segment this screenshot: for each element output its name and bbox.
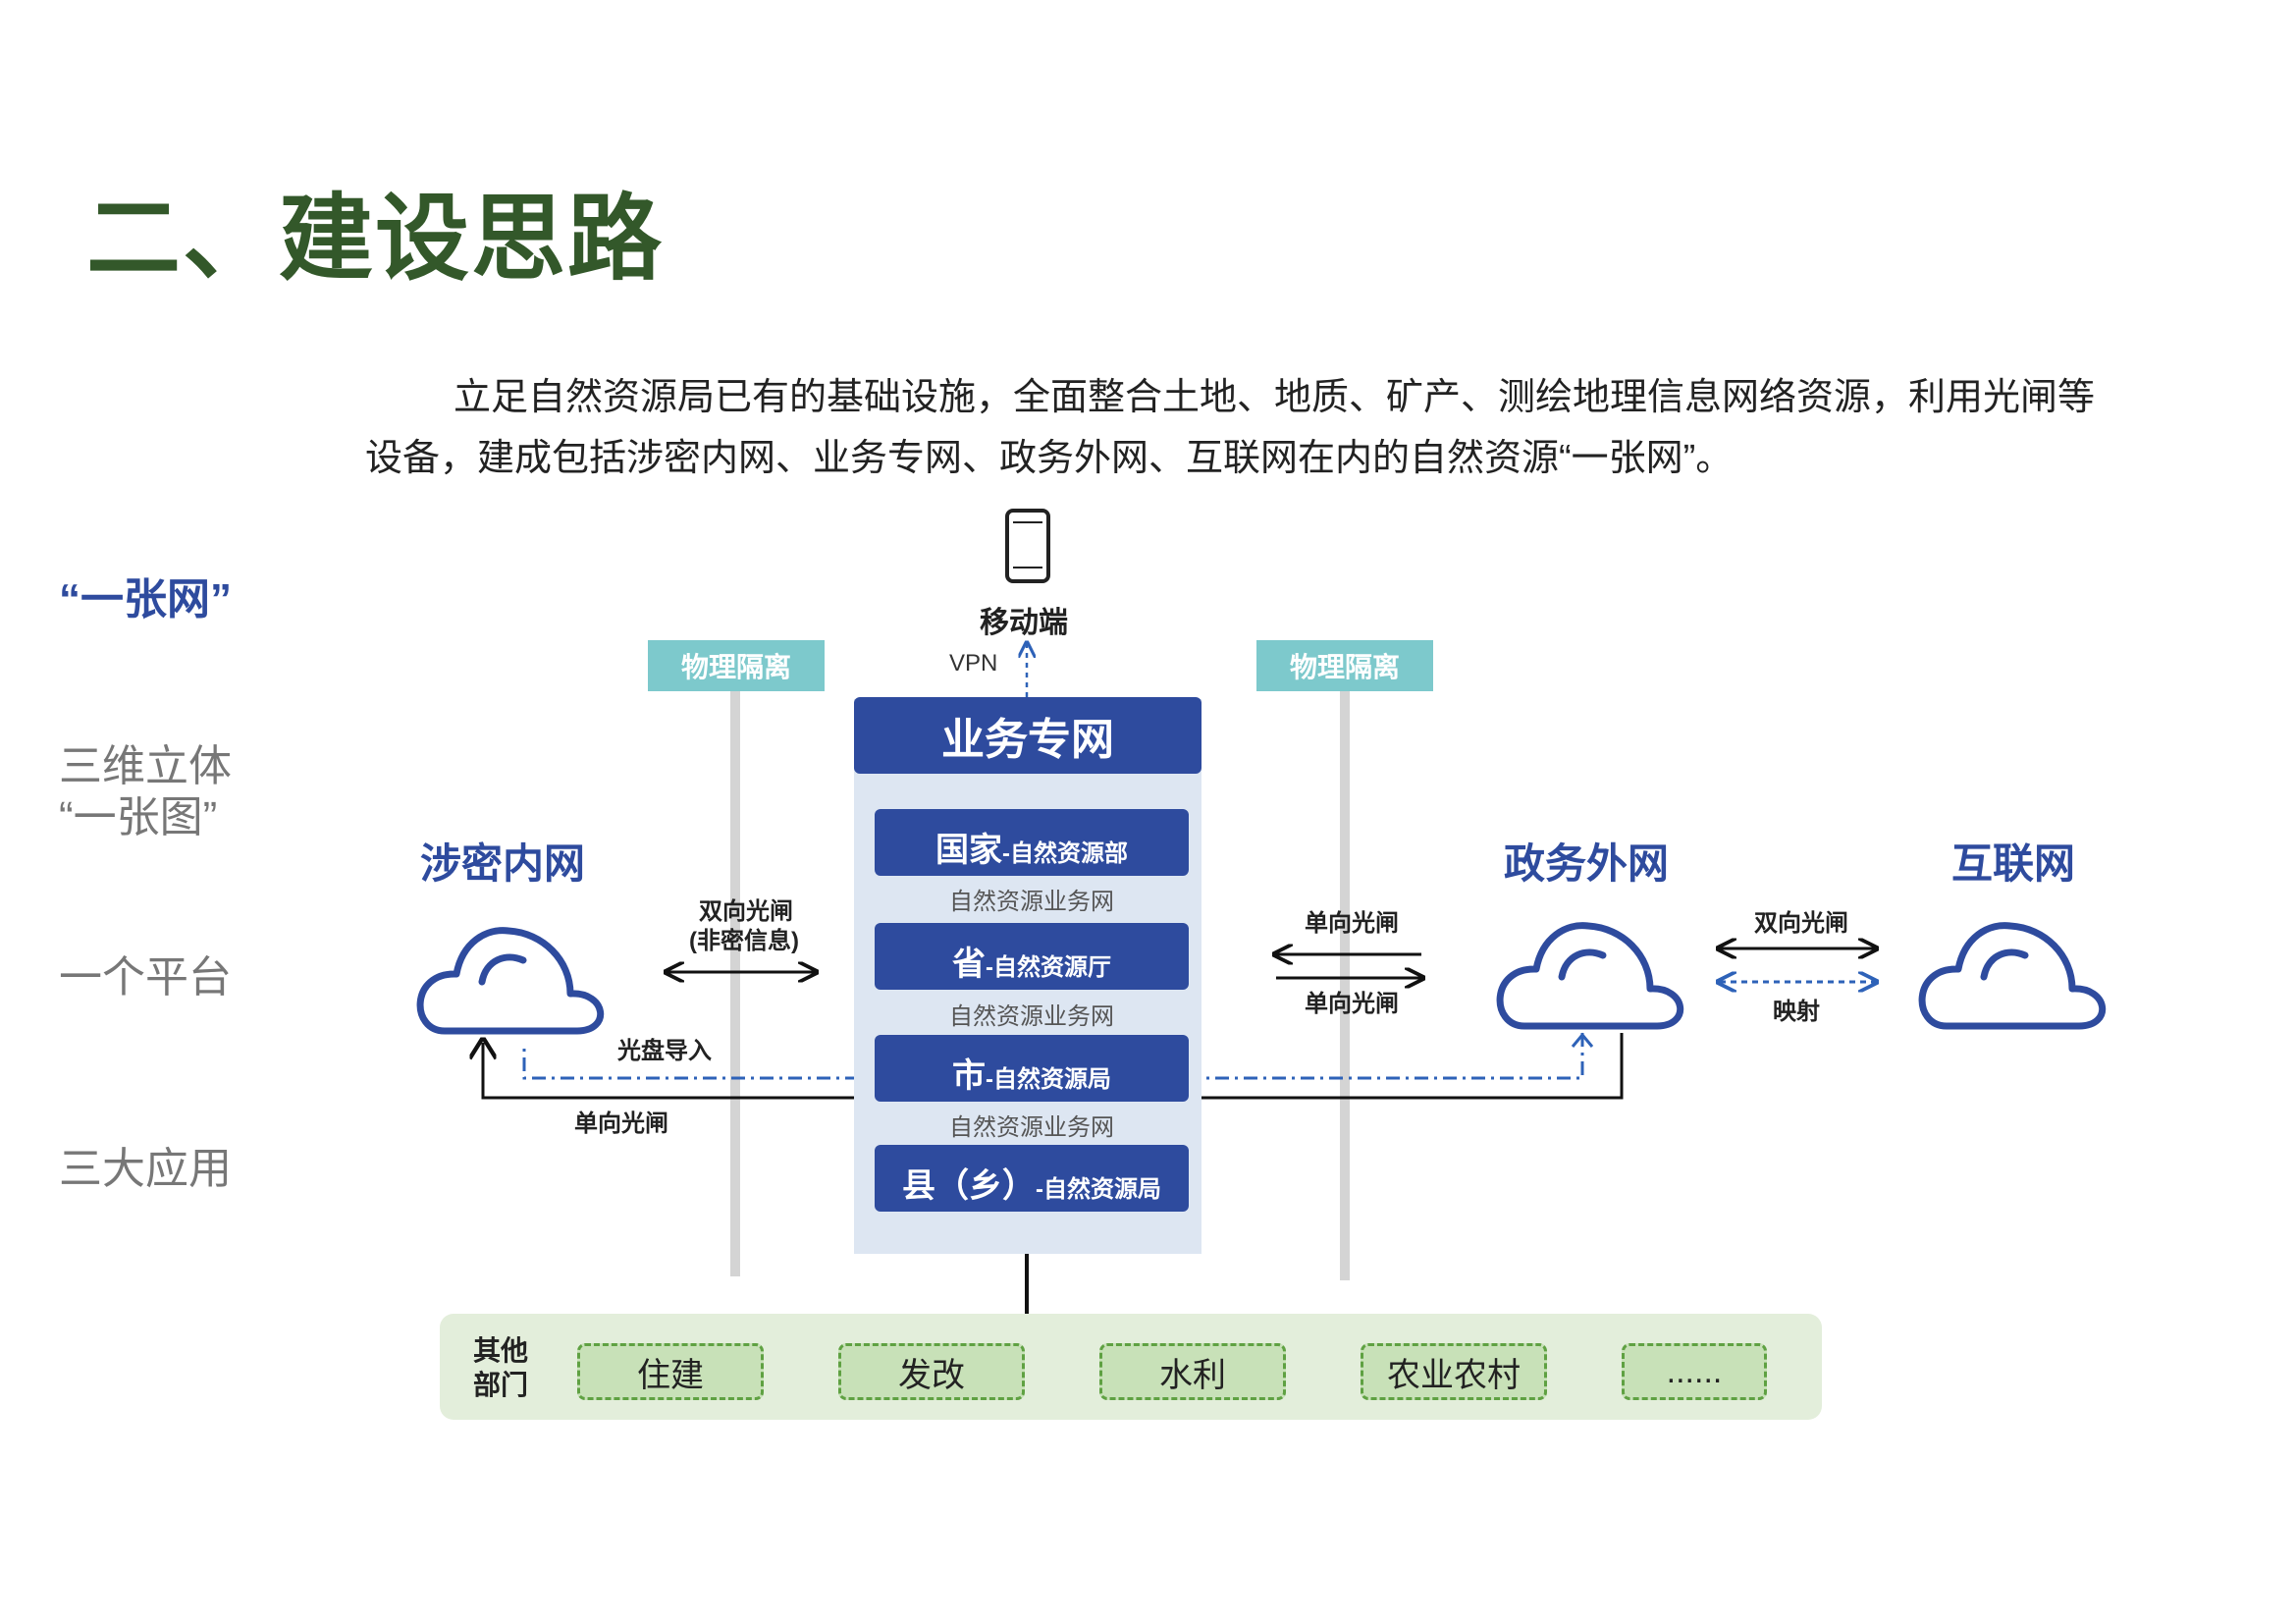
department-development[interactable]: 发改 (838, 1343, 1025, 1400)
biz-subnet-label-3: 自然资源业务网 (949, 1114, 1114, 1141)
department-housing[interactable]: 住建 (577, 1343, 764, 1400)
cloud-icon-internet (1918, 922, 2107, 1030)
vpn-label: VPN (949, 650, 998, 677)
sidebar-item-three-apps[interactable]: 三大应用 (59, 1145, 232, 1193)
cloud-icon-classified (416, 927, 605, 1035)
department-more[interactable]: ...... (1622, 1343, 1767, 1400)
biz-subnet-label-2: 自然资源业务网 (949, 1003, 1114, 1030)
level-province-sub: -自然资源厅 (986, 954, 1111, 981)
level-national-main: 国家 (935, 832, 1002, 869)
sidebar-item-3d[interactable]: 三维立体 (59, 742, 232, 790)
mobile-phone-icon (1005, 509, 1050, 583)
departments-label-line1: 其他 (473, 1335, 529, 1366)
level-city-sub: -自然资源局 (986, 1066, 1111, 1093)
level-province: 省-自然资源厅 (875, 923, 1189, 990)
isolation-label-left: 物理隔离 (648, 640, 825, 691)
label-mapping: 映射 (1773, 999, 1820, 1025)
label-bidirectional-left: 双向光闸 (699, 898, 793, 925)
level-province-main: 省 (952, 946, 986, 983)
level-county-sub: -自然资源局 (1036, 1176, 1161, 1203)
level-national-sub: -自然资源部 (1002, 840, 1128, 867)
sidebar-item-one-platform[interactable]: 一个平台 (59, 953, 232, 1001)
isolation-label-right: 物理隔离 (1256, 640, 1433, 691)
label-disc-import: 光盘导入 (617, 1038, 712, 1064)
intro-line-2: 设备，建成包括涉密内网、业务专网、政务外网、互联网在内的自然资源“一张网”。 (365, 438, 1734, 479)
label-unidirectional-loop: 单向光闸 (574, 1110, 668, 1137)
level-city: 市-自然资源局 (875, 1035, 1189, 1102)
level-county: 县（乡）-自然资源局 (875, 1145, 1189, 1212)
intro-line-1: 立足自然资源局已有的基础设施，全面整合土地、地质、矿产、测绘地理信息网络资源，利… (454, 377, 2096, 418)
departments-label: 其他 部门 (473, 1333, 528, 1402)
sidebar-item-one-network[interactable]: “一张网” (59, 575, 232, 623)
level-national: 国家-自然资源部 (875, 809, 1189, 876)
departments-label-line2: 部门 (473, 1370, 529, 1400)
level-city-main: 市 (952, 1057, 986, 1095)
biz-subnet-label-1: 自然资源业务网 (949, 889, 1114, 915)
department-agriculture[interactable]: 农业农村 (1361, 1343, 1547, 1400)
cloud-icon-gov (1496, 922, 1684, 1030)
label-unidirectional-bottom: 单向光闸 (1305, 991, 1399, 1017)
network-label-internet: 互联网 (1951, 840, 2076, 887)
isolation-pole-left (730, 689, 740, 1276)
page-title: 二、建设思路 (86, 187, 664, 292)
sidebar-item-one-map[interactable]: “一张图” (59, 793, 218, 841)
label-bidirectional-right: 双向光闸 (1754, 910, 1848, 937)
disc-import-arrowhead (1571, 1032, 1594, 1048)
network-label-classified: 涉密内网 (420, 840, 586, 887)
mobile-label: 移动端 (980, 607, 1068, 639)
level-county-main: 县（乡） (902, 1167, 1036, 1205)
network-label-gov: 政务外网 (1504, 840, 1670, 887)
isolation-pole-right (1340, 689, 1350, 1280)
biz-network-title: 业务专网 (854, 697, 1201, 774)
department-water[interactable]: 水利 (1099, 1343, 1286, 1400)
label-non-classified: (非密信息) (689, 928, 799, 954)
label-unidirectional-top: 单向光闸 (1305, 910, 1399, 937)
